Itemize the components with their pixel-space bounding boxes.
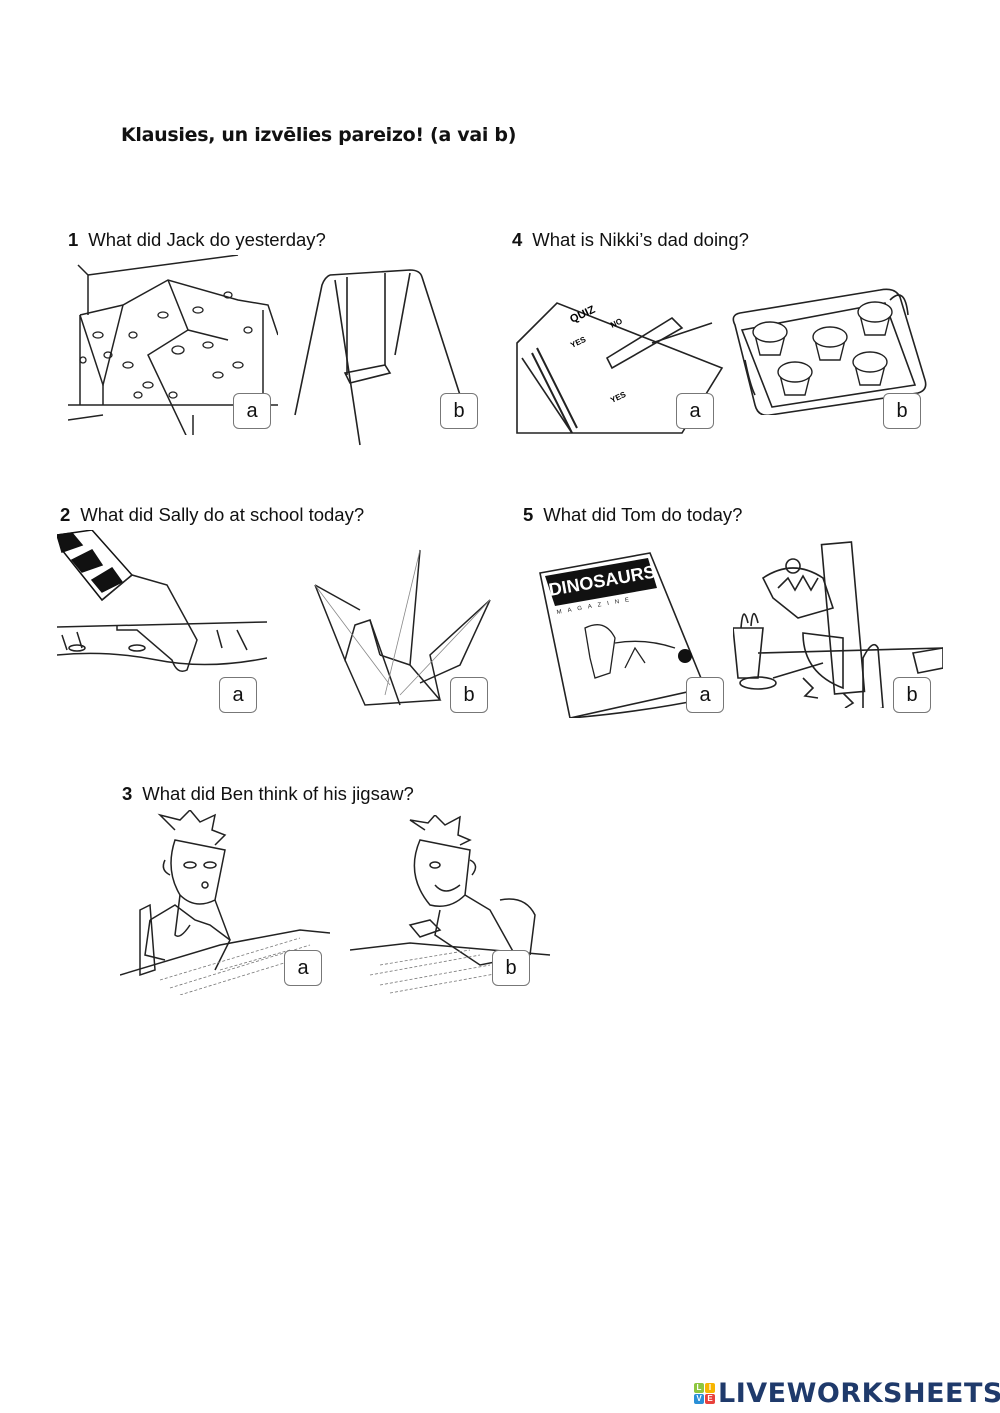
question-number: 3 xyxy=(122,783,133,804)
option-2a-button[interactable]: a xyxy=(219,677,257,713)
logo-text: LIVEWORKSHEETS xyxy=(718,1378,1000,1409)
question-text: What did Sally do at school today? xyxy=(80,504,365,525)
swing-icon xyxy=(294,269,461,446)
option-4b-button[interactable]: b xyxy=(883,393,921,429)
question-1-title: 1 What did Jack do yesterday? xyxy=(68,229,326,251)
bored-boy-jigsaw-icon xyxy=(120,810,330,995)
question-number: 5 xyxy=(523,504,534,525)
option-5a-button[interactable]: a xyxy=(686,677,724,713)
dinosaur-magazine-icon: DINOSAURS MAGAZINE xyxy=(539,552,711,718)
planting-seeds-icon xyxy=(57,530,267,672)
climbing-wall-icon xyxy=(68,255,278,435)
live-badge-icon: L I V E xyxy=(694,1383,715,1404)
question-3-title: 3 What did Ben think of his jigsaw? xyxy=(122,783,414,805)
question-5-title: 5 What did Tom do today? xyxy=(523,504,742,526)
quiz-paper-image: QUIZ YES NO YES xyxy=(512,283,724,448)
dinosaur-magazine-image: DINOSAURS MAGAZINE xyxy=(535,548,715,718)
option-2b-button[interactable]: b xyxy=(450,677,488,713)
instruction-heading: Klausies, un izvēlies pareizo! (a vai b) xyxy=(121,124,517,146)
question-2-title: 2 What did Sally do at school today? xyxy=(60,504,364,526)
question-text: What did Tom do today? xyxy=(543,504,743,525)
quiz-paper-icon: QUIZ YES NO YES xyxy=(516,302,724,434)
option-5b-button[interactable]: b xyxy=(893,677,931,713)
option-1a-button[interactable]: a xyxy=(233,393,271,429)
question-number: 1 xyxy=(68,229,79,250)
liveworksheets-logo[interactable]: L I V E LIVEWORKSHEETS xyxy=(694,1378,1000,1409)
muffin-tray-icon xyxy=(732,288,927,415)
option-4a-button[interactable]: a xyxy=(676,393,714,429)
question-number: 4 xyxy=(512,229,523,250)
origami-crane-icon xyxy=(314,549,491,706)
svg-text:YES: YES xyxy=(609,390,628,405)
svg-text:YES: YES xyxy=(569,335,588,350)
cardboard-dinosaur-icon xyxy=(733,541,943,708)
option-3a-button[interactable]: a xyxy=(284,950,322,986)
question-text: What is Nikki’s dad doing? xyxy=(532,229,749,250)
option-1b-button[interactable]: b xyxy=(440,393,478,429)
question-text: What did Jack do yesterday? xyxy=(88,229,326,250)
planting-seeds-image xyxy=(57,530,267,705)
question-text: What did Ben think of his jigsaw? xyxy=(142,783,414,804)
svg-text:QUIZ: QUIZ xyxy=(568,304,597,326)
question-number: 2 xyxy=(60,504,71,525)
question-4-title: 4 What is Nikki’s dad doing? xyxy=(512,229,749,251)
option-3b-button[interactable]: b xyxy=(492,950,530,986)
